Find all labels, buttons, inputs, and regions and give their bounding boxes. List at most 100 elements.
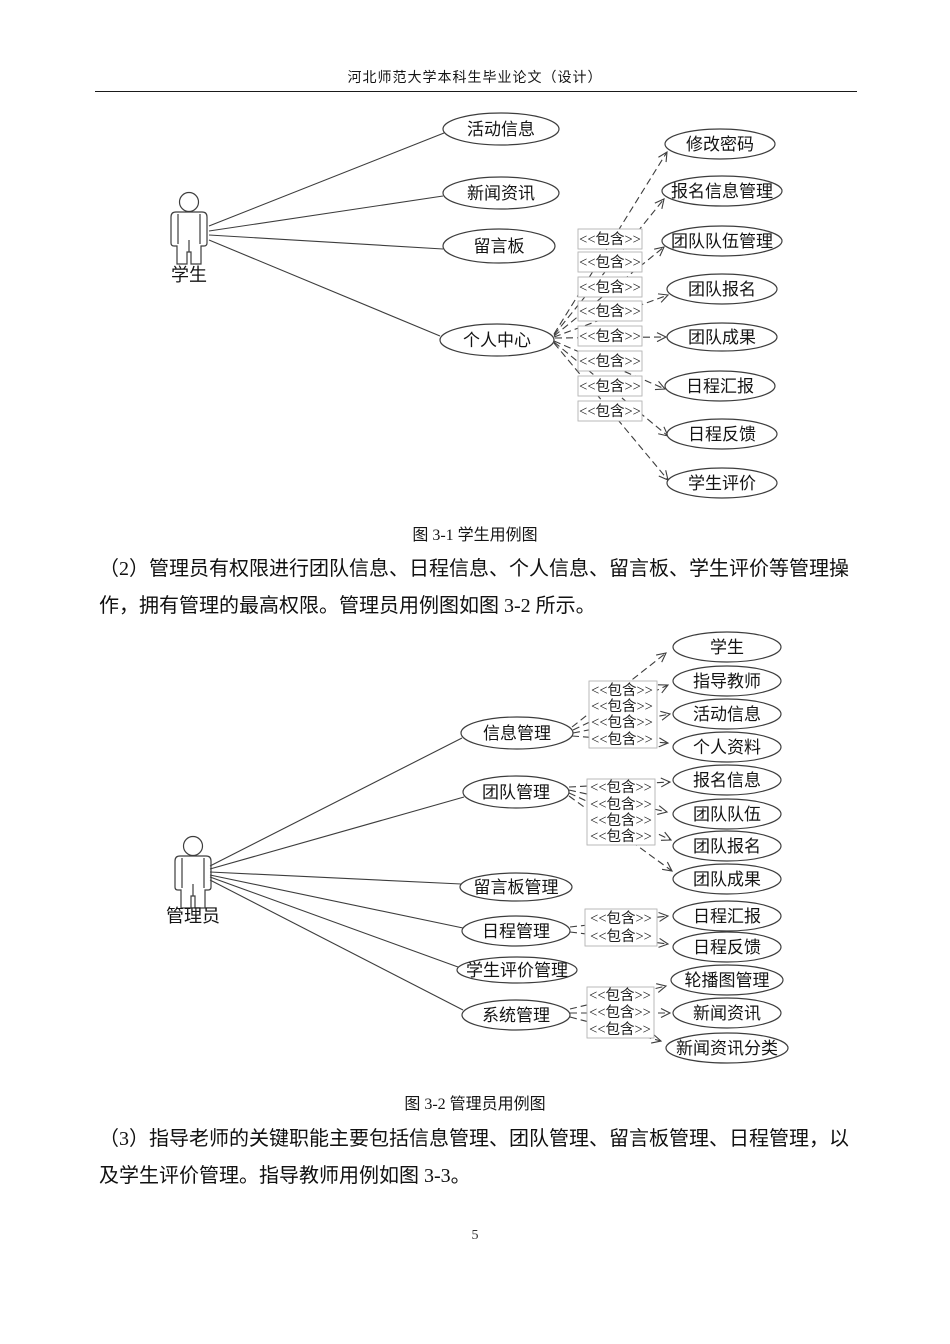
usecase-node: 个人资料 [672,731,782,763]
include-labels: <<包含>> <<包含>> <<包含>> <<包含>> <<包含>> <<包含>… [577,228,643,422]
usecase-label: 团队报名 [693,837,761,856]
usecase-label: 团队成果 [688,328,756,347]
usecase-node: 活动信息 [672,698,782,730]
include-label: <<包含>> [591,714,653,731]
usecase-label: 学生评价 [688,474,756,493]
actor-body-icon [170,211,208,265]
include-labels: <<包含>> <<包含>> <<包含>> <<包含>> <<包含>> <<包含>… [584,680,658,1039]
header-rule [95,91,857,92]
page-header-title: 河北师范大学本科生毕业论文（设计） [347,71,603,86]
usecase-node: 新闻资讯 [442,176,560,210]
usecase-label: 团队队伍管理 [671,232,773,251]
usecase-label: 学生评价管理 [466,961,568,980]
actor-head-icon [178,191,200,213]
actor-student: 学生 [170,191,208,285]
usecase-label: 信息管理 [483,724,551,743]
usecase-label: 系统管理 [482,1006,550,1025]
usecase-node: 日程管理 [461,915,571,947]
usecase-node: 修改密码 [664,128,776,160]
usecase-node: 活动信息 [442,112,560,146]
figure1-caption: 图 3-1 学生用例图 [412,527,538,544]
usecase-node: 报名信息管理 [661,175,783,207]
admin-usecase-diagram: <<包含>> <<包含>> <<包含>> <<包含>> <<包含>> <<包含>… [166,631,789,1064]
usecase-node: 个人中心 [439,323,555,357]
usecase-node: 日程汇报 [672,900,782,932]
actor-association-lines [209,737,465,1011]
usecase-node: 团队报名 [666,273,778,305]
usecase-label: 团队报名 [688,280,756,299]
usecase-label: 日程反馈 [688,425,756,444]
usecase-node: 报名信息 [672,764,782,796]
paragraph-line: 作，拥有管理的最高权限。管理员用例图如图 3-2 所示。 [99,595,596,617]
usecase-label: 轮播图管理 [685,971,770,990]
usecase-label: 留言板管理 [474,878,559,897]
include-label: <<包含>> [590,812,652,829]
paragraph-line: 及学生评价管理。指导教师用例如图 3-3。 [99,1165,471,1187]
usecase-node: 信息管理 [460,716,574,750]
usecase-node: 学生评价 [666,467,778,499]
include-label: <<包含>> [579,279,641,296]
include-label: <<包含>> [590,828,652,845]
usecase-node: 新闻资讯 [672,997,782,1029]
usecase-label: 报名信息管理 [671,182,773,201]
include-label: <<包含>> [591,731,653,748]
include-label: <<包含>> [579,403,641,420]
include-label: <<包含>> [591,682,653,699]
usecase-label: 日程反馈 [693,938,761,957]
usecase-label: 团队管理 [482,783,550,802]
actor-body-icon [174,855,212,909]
usecase-node: 学生评价管理 [456,956,578,984]
usecase-label: 日程管理 [482,922,550,941]
include-label: <<包含>> [579,254,641,271]
include-label: <<包含>> [589,1004,651,1021]
student-usecase-diagram: <<包含>> <<包含>> <<包含>> <<包含>> <<包含>> <<包含>… [170,112,783,499]
usecase-label: 个人中心 [463,331,531,350]
paragraph-teacher: （3）指导老师的关键职能主要包括信息管理、团队管理、留言板管理、日程管理，以 及… [99,1121,861,1195]
usecase-node: 团队报名 [672,830,782,862]
usecase-node: 指导教师 [672,665,782,697]
include-label: <<包含>> [589,987,651,1004]
include-label: <<包含>> [579,231,641,248]
usecase-node: 系统管理 [461,999,571,1031]
usecase-label: 学生 [710,638,744,657]
usecase-label: 报名信息 [693,771,761,790]
paragraph-line: （2）管理员有权限进行团队信息、日程信息、个人信息、留言板、学生评价等管理操 [99,558,849,580]
usecase-node: 团队队伍 [672,798,782,830]
usecase-node: 留言板 [442,228,556,264]
usecase-label: 修改密码 [686,135,754,154]
include-label: <<包含>> [579,378,641,395]
include-label: <<包含>> [589,1021,651,1038]
usecase-label: 活动信息 [467,120,535,139]
usecase-node: 留言板管理 [459,872,573,902]
include-label: <<包含>> [579,353,641,370]
paragraph-admin: （2）管理员有权限进行团队信息、日程信息、个人信息、留言板、学生评价等管理操 作… [99,551,861,625]
include-label: <<包含>> [579,328,641,345]
usecase-node: 团队成果 [672,863,782,895]
usecase-label: 团队成果 [693,870,761,889]
actor-association-lines [208,132,445,337]
usecase-node: 新闻资讯分类 [665,1032,789,1064]
usecase-node: 学生 [672,631,782,663]
usecase-node: 轮播图管理 [670,964,784,996]
usecase-label: 活动信息 [693,705,761,724]
include-label: <<包含>> [579,303,641,320]
usecase-label: 留言板 [474,237,525,256]
include-label: <<包含>> [590,910,652,927]
usecase-node: 团队队伍管理 [661,225,783,257]
page-number: 5 [471,1228,479,1243]
usecase-label: 新闻资讯 [467,184,535,203]
usecase-node: 日程反馈 [666,418,778,450]
usecase-label: 新闻资讯分类 [676,1039,778,1058]
include-label: <<包含>> [590,928,652,945]
usecase-label: 日程汇报 [693,907,761,926]
usecase-node: 日程汇报 [664,370,776,402]
actor-label: 学生 [171,265,207,285]
usecase-label: 指导教师 [693,672,761,691]
figure2-caption: 图 3-2 管理员用例图 [404,1096,546,1113]
include-label: <<包含>> [590,779,652,796]
actor-label: 管理员 [166,906,220,926]
usecase-node: 团队管理 [462,775,570,809]
usecase-node: 团队成果 [666,322,778,352]
usecase-label: 日程汇报 [686,377,754,396]
